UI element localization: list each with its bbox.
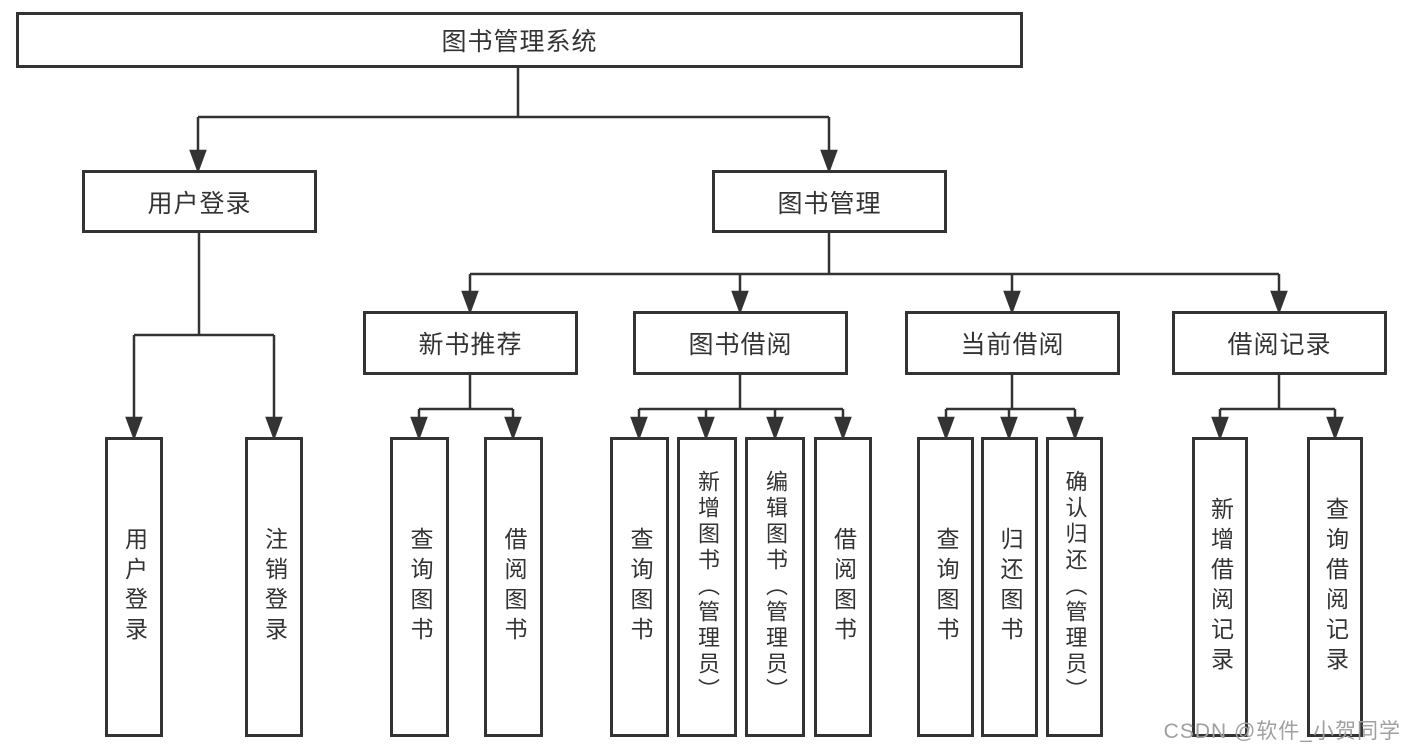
leaf-logout: 注销登录 — [245, 437, 303, 737]
csdn-watermark: CSDN @软件_小贺同学 — [1163, 720, 1401, 743]
connector-book-management-children — [461, 233, 1288, 315]
arrowhead-icon — [504, 416, 522, 441]
node-book-management: 图书管理 — [712, 170, 947, 233]
leaf-add-borrow-record: 新增借阅记录 — [1192, 437, 1248, 737]
arrowhead-icon — [265, 416, 283, 441]
arrowhead-icon — [937, 416, 955, 441]
arrowhead-icon — [189, 149, 207, 174]
arrowhead-icon — [1326, 416, 1344, 441]
node-book-borrow: 图书借阅 — [633, 311, 848, 375]
connector-book-borrow-children — [630, 375, 852, 441]
arrowhead-icon — [1211, 416, 1229, 441]
node-new-book-recommend: 新书推荐 — [363, 311, 578, 375]
arrowhead-icon — [630, 416, 648, 441]
connector-root-to-level2 — [189, 68, 838, 174]
arrowhead-icon — [1003, 290, 1021, 315]
arrowhead-icon — [731, 290, 749, 315]
node-current-borrow: 当前借阅 — [905, 311, 1120, 375]
leaf-borrow-books: 借阅图书 — [484, 437, 543, 737]
arrowhead-icon — [766, 416, 784, 441]
arrowhead-icon — [410, 416, 428, 441]
leaf-query-books: 查询图书 — [917, 437, 974, 737]
arrowhead-icon — [697, 416, 715, 441]
node-root-system: 图书管理系统 — [16, 12, 1023, 68]
connector-borrow-records-children — [1211, 375, 1344, 441]
leaf-confirm-return-admin: 确认归还（管理员） — [1046, 437, 1103, 737]
arrowhead-icon — [834, 416, 852, 441]
connector-new-book-recommend-children — [410, 375, 522, 441]
leaf-query-books: 查询图书 — [610, 437, 669, 737]
leaf-add-books-admin: 新增图书（管理员） — [677, 437, 737, 737]
arrowhead-icon — [1000, 416, 1018, 441]
arrowhead-icon — [1066, 416, 1084, 441]
arrowhead-icon — [461, 290, 479, 315]
arrowhead-icon — [125, 416, 143, 441]
leaf-edit-books-admin: 编辑图书（管理员） — [745, 437, 805, 737]
connector-current-borrow-children — [937, 375, 1084, 441]
node-user-login: 用户登录 — [82, 170, 317, 233]
leaf-return-books: 归还图书 — [981, 437, 1038, 737]
leaf-query-books: 查询图书 — [390, 437, 449, 737]
leaf-borrow-books: 借阅图书 — [814, 437, 872, 737]
node-borrow-records: 借阅记录 — [1172, 311, 1387, 375]
leaf-user-login: 用户登录 — [105, 437, 163, 737]
leaf-query-borrow-record: 查询借阅记录 — [1307, 437, 1363, 737]
connector-user-login-children — [125, 233, 283, 441]
arrowhead-icon — [1270, 290, 1288, 315]
arrowhead-icon — [820, 149, 838, 174]
